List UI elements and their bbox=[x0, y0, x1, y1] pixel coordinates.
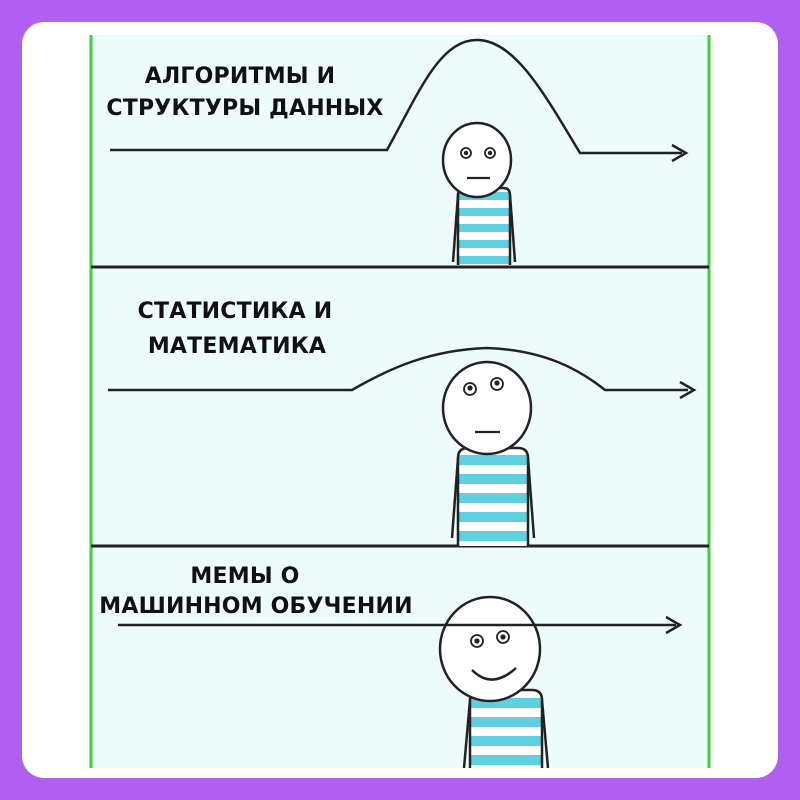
panel-2: СТАТИСТИКА И МАТЕМАТИКА bbox=[108, 299, 697, 546]
striped-shirt bbox=[470, 690, 542, 768]
panel-1-caption-line-2: СТРУКТУРЫ ДАННЫХ bbox=[106, 96, 383, 121]
trajectory-line bbox=[108, 346, 688, 392]
arrow-head bbox=[665, 615, 683, 635]
striped-shirt bbox=[458, 448, 528, 546]
panel-2-caption-line-1: СТАТИСТИКА И bbox=[138, 299, 333, 324]
panel-2-caption-line-2: МАТЕМАТИКА bbox=[148, 334, 326, 359]
meme-card: АЛГОРИТМЫ И СТРУКТУРЫ ДАННЫХ bbox=[22, 22, 778, 778]
panel-background bbox=[91, 35, 709, 768]
panel-3: МЕМЫ О МАШИННОМ ОБУЧЕНИИ bbox=[99, 564, 683, 769]
mouth-smile bbox=[471, 667, 517, 681]
head bbox=[441, 121, 513, 199]
panel-3-caption-line-1: МЕМЫ О bbox=[190, 564, 299, 589]
arrow-head bbox=[671, 143, 689, 163]
striped-shirt bbox=[458, 188, 510, 265]
comic-strip: АЛГОРИТМЫ И СТРУКТУРЫ ДАННЫХ bbox=[89, 35, 711, 769]
panel-1-caption-line-1: АЛГОРИТМЫ И bbox=[145, 64, 336, 89]
panel-1: АЛГОРИТМЫ И СТРУКТУРЫ ДАННЫХ bbox=[106, 38, 689, 265]
stick-figure bbox=[441, 121, 517, 265]
head bbox=[438, 595, 542, 703]
head bbox=[441, 360, 533, 456]
arrow-head bbox=[679, 380, 697, 400]
stick-figure bbox=[438, 595, 550, 769]
panel-3-caption-line-2: МАШИННОМ ОБУЧЕНИИ bbox=[99, 594, 412, 619]
stick-figure bbox=[441, 360, 536, 546]
trajectory-line bbox=[110, 38, 682, 155]
